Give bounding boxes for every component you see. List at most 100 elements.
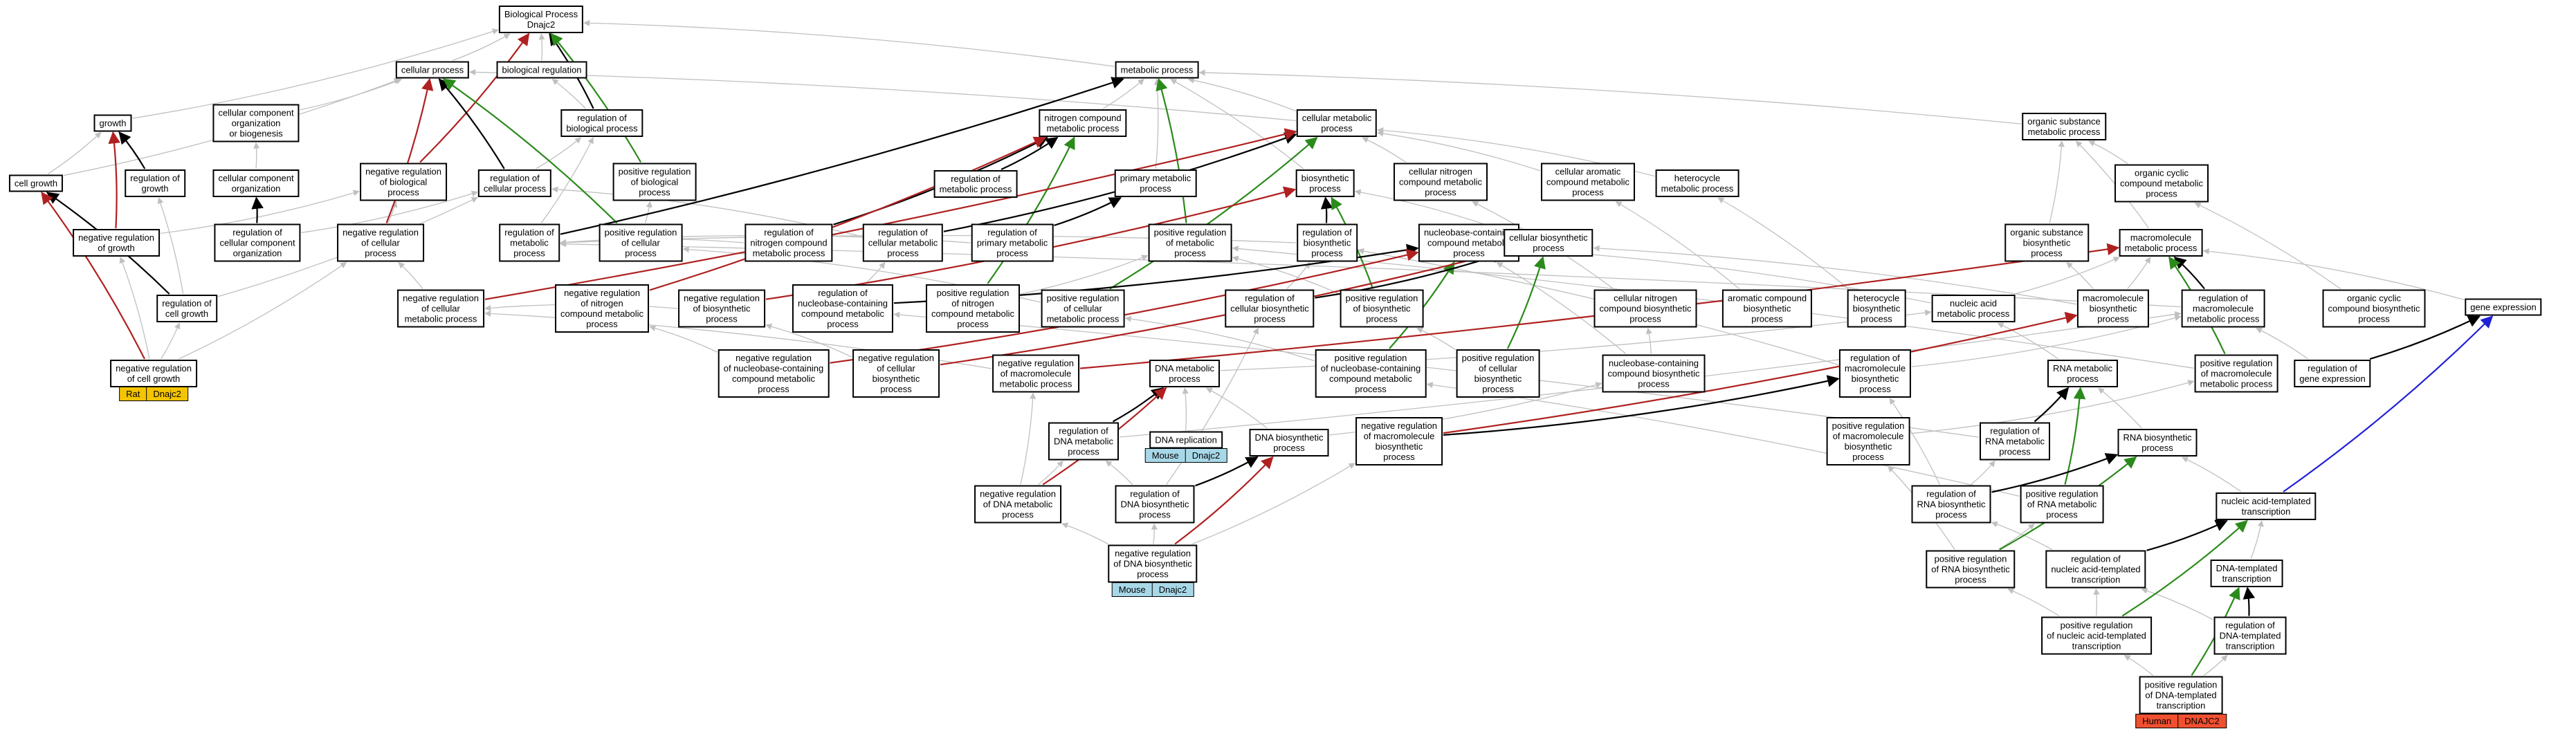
go-term-node-mbp[interactable]: macromolecule biosynthetic process — [2076, 289, 2150, 328]
go-term-node-regcbp[interactable]: regulation of cellular biosynthetic proc… — [1225, 289, 1315, 328]
go-term-node-mmp[interactable]: macromolecule metabolic process — [2119, 229, 2203, 257]
go-term-node-nrmmp[interactable]: negative regulation of macromolecule met… — [992, 354, 1079, 393]
go-term-node-regmmp[interactable]: regulation of macromolecule metabolic pr… — [2181, 289, 2265, 328]
go-term-node-nrgrowth[interactable]: negative regulation of growth — [73, 229, 160, 257]
go-term-node-regdnatt[interactable]: regulation of DNA-templated transcriptio… — [2213, 616, 2287, 655]
go-term-node-osmp[interactable]: organic substance metabolic process — [2022, 113, 2106, 140]
go-term-node-prncmp[interactable]: positive regulation of nitrogen compound… — [926, 284, 1020, 333]
go-term-node-nrdnamp[interactable]: negative regulation of DNA metabolic pro… — [974, 485, 1061, 524]
go-term-node-cacmp[interactable]: cellular aromatic compound metabolic pro… — [1541, 163, 1635, 201]
edge-nrncmp-to-ncmp — [649, 136, 1047, 291]
go-term-node-prcp[interactable]: positive regulation of cellular process — [599, 223, 683, 262]
go-term-node-dnarep[interactable]: DNA replication — [1149, 431, 1223, 449]
go-term-node-prrnamp[interactable]: positive regulation of RNA metabolic pro… — [2020, 485, 2104, 524]
go-term-node-regcp[interactable]: regulation of cellular process — [477, 169, 552, 197]
go-term-node-regmetp[interactable]: regulation of metabolic process — [499, 223, 560, 262]
go-term-node-regmp[interactable]: regulation of metabolic process — [933, 170, 1018, 198]
go-term-node-bp[interactable]: Biological Process Dnajc2 — [498, 6, 584, 33]
go-term-node-acbp[interactable]: aromatic compound biosynthetic process — [1721, 289, 1813, 328]
go-term-node-occmp[interactable]: organic cyclic compound metabolic proces… — [2114, 164, 2209, 203]
go-term-node-prbs[interactable]: positive regulation of biosynthetic proc… — [1340, 289, 1424, 328]
go-term-node-nbcbp[interactable]: nucleobase-containing compound biosynthe… — [1602, 354, 1706, 393]
go-term-node-cellgrowth[interactable]: cell growth — [8, 174, 64, 192]
go-term-node-nrcbp[interactable]: negative regulation of cellular biosynth… — [852, 349, 940, 398]
edge-geneexp-to-mmp — [2202, 248, 2465, 301]
go-term-node-regrnabp[interactable]: regulation of RNA biosynthetic process — [1911, 485, 1991, 524]
go-term-node-nrbp[interactable]: negative regulation of biological proces… — [360, 163, 447, 201]
go-term-node-biosyn[interactable]: biosynthetic process — [1295, 169, 1355, 197]
go-term-node-regnbcmp[interactable]: regulation of nucleobase-containing comp… — [792, 284, 894, 333]
go-term-node-regbs[interactable]: regulation of biosynthetic process — [1297, 223, 1358, 262]
go-term-node-prcmp[interactable]: positive regulation of cellular metaboli… — [1041, 289, 1125, 328]
go-term-node-nrmbp[interactable]: negative regulation of macromolecule bio… — [1355, 417, 1443, 465]
go-term-node-dnabp[interactable]: DNA biosynthetic process — [1249, 429, 1329, 456]
go-term-node-occbp[interactable]: organic cyclic compound biosynthetic pro… — [2322, 289, 2426, 328]
edge-dnarep-to-dnamp — [1182, 387, 1189, 431]
go-term-node-ncmp[interactable]: nitrogen compound metabolic process — [1039, 109, 1127, 137]
go-term-node-pmp[interactable]: primary metabolic process — [1114, 169, 1197, 197]
go-term-node-nrdnabp[interactable]: negative regulation of DNA biosynthetic … — [1108, 544, 1198, 583]
go-term-node-nrnbcmp[interactable]: negative regulation of nucleobase-contai… — [718, 349, 830, 398]
go-term-node-cncbp[interactable]: cellular nitrogen compound biosynthetic … — [1593, 289, 1697, 328]
go-term-node-prmmp[interactable]: positive regulation of macromolecule met… — [2194, 354, 2278, 393]
edge-nbcbp-to-cncbp — [1645, 327, 1652, 354]
go-term-node-regdnabp[interactable]: regulation of DNA biosynthetic process — [1115, 485, 1195, 524]
go-term-node-cncmp[interactable]: cellular nitrogen compound metabolic pro… — [1394, 163, 1488, 201]
edge-cellgrowth-to-growth — [47, 131, 102, 175]
go-term-node-nbcmp[interactable]: nucleobase-containing compound metabolic… — [1418, 223, 1520, 262]
edge-regmetp-to-regbp — [540, 137, 594, 223]
edge-prrnamp-to-rnamp — [2064, 387, 2086, 485]
go-term-node-ccob[interactable]: cellular component organization or bioge… — [212, 104, 300, 142]
go-term-node-regcmp[interactable]: regulation of cellular metabolic process — [862, 223, 944, 262]
go-term-node-growth[interactable]: growth — [93, 114, 132, 132]
go-term-node-regccorg[interactable]: regulation of cellular component organiz… — [214, 223, 301, 262]
go-term-node-hetmp[interactable]: heterocycle metabolic process — [1655, 169, 1739, 197]
go-term-node-prnatt[interactable]: positive regulation of nucleic acid-temp… — [2041, 616, 2152, 655]
go-term-node-dnatt[interactable]: DNA-templated transcription — [2210, 560, 2283, 587]
go-term-node-nrcp[interactable]: negative regulation of cellular process — [337, 223, 424, 262]
go-term-node-regdnamp[interactable]: regulation of DNA metabolic process — [1048, 422, 1119, 461]
edge-regdnatt-to-regnatt — [2141, 587, 2213, 620]
go-term-node-reggeneexp[interactable]: regulation of gene expression — [2294, 360, 2371, 387]
go-term-node-dnamp[interactable]: DNA metabolic process — [1149, 360, 1220, 387]
go-term-node-rnabp[interactable]: RNA biosynthetic process — [2117, 429, 2198, 456]
go-term-node-nrncmp[interactable]: negative regulation of nitrogen compound… — [555, 284, 649, 333]
go-term-node-prrnabp[interactable]: positive regulation of RNA biosynthetic … — [1926, 550, 2016, 589]
go-term-node-regrnamp[interactable]: regulation of RNA metabolic process — [1980, 422, 2050, 461]
edge-nrgrowth-to-growth — [108, 131, 120, 229]
go-term-node-namp[interactable]: nucleic acid metabolic process — [1931, 295, 2016, 322]
go-term-node-cco[interactable]: cellular component organization — [212, 169, 300, 197]
go-term-node-prmbp[interactable]: positive regulation of macromolecule bio… — [1826, 417, 1910, 465]
go-term-node-metproc[interactable]: metabolic process — [1115, 61, 1199, 79]
go-term-node-hetbp[interactable]: heterocycle biosynthetic process — [1847, 289, 1906, 328]
go-term-node-bioreg[interactable]: biological regulation — [496, 61, 587, 79]
go-term-node-prmp[interactable]: positive regulation of metabolic process — [1148, 223, 1232, 262]
go-term-node-cbp[interactable]: cellular biosynthetic process — [1504, 229, 1593, 257]
edge-regcp-to-regbp — [536, 137, 582, 169]
go-term-node-cmp[interactable]: cellular metabolic process — [1296, 109, 1378, 137]
edge-nrcp-to-cellproc — [385, 77, 434, 223]
go-term-node-prnbcmp[interactable]: positive regulation of nucleobase-contai… — [1315, 349, 1427, 398]
go-term-node-regbp[interactable]: regulation of biological process — [560, 109, 643, 137]
edge-nrmbp-to-mbp — [1443, 311, 2078, 434]
go-term-node-nrcmp[interactable]: negative regulation of cellular metaboli… — [397, 289, 484, 328]
go-term-node-regpmp[interactable]: regulation of primary metabolic process — [971, 223, 1054, 262]
go-term-node-natt[interactable]: nucleic acid-templated transcription — [2216, 492, 2317, 520]
edge-cmp-to-metproc — [1187, 77, 1297, 112]
go-term-node-prcbp[interactable]: positive regulation of cellular biosynth… — [1456, 349, 1540, 398]
go-term-node-prbp[interactable]: positive regulation of biological proces… — [612, 163, 697, 201]
go-term-node-regnatt[interactable]: regulation of nucleic acid-templated tra… — [2045, 550, 2146, 589]
go-term-node-prdnatt[interactable]: positive regulation of DNA-templated tra… — [2139, 676, 2223, 714]
go-term-node-regmbp[interactable]: regulation of macromolecule biosynthetic… — [1838, 349, 1912, 398]
go-term-node-nrcg[interactable]: negative regulation of cell growth — [110, 360, 197, 387]
edge-namp-to-mmp — [2014, 257, 2120, 295]
go-term-node-nrbs[interactable]: negative regulation of biosynthetic proc… — [678, 289, 765, 328]
go-term-node-geneexp[interactable]: gene expression — [2465, 298, 2542, 316]
go-term-node-cellproc[interactable]: cellular process — [395, 61, 470, 79]
go-term-node-rnamp[interactable]: RNA metabolic process — [2047, 360, 2118, 387]
go-term-node-regncmp[interactable]: regulation of nitrogen compound metaboli… — [745, 223, 833, 262]
go-term-node-regcg[interactable]: regulation of cell growth — [156, 295, 217, 322]
go-term-node-osbp[interactable]: organic substance biosynthetic process — [2004, 223, 2089, 262]
go-term-node-reggrowth[interactable]: regulation of growth — [125, 169, 185, 197]
